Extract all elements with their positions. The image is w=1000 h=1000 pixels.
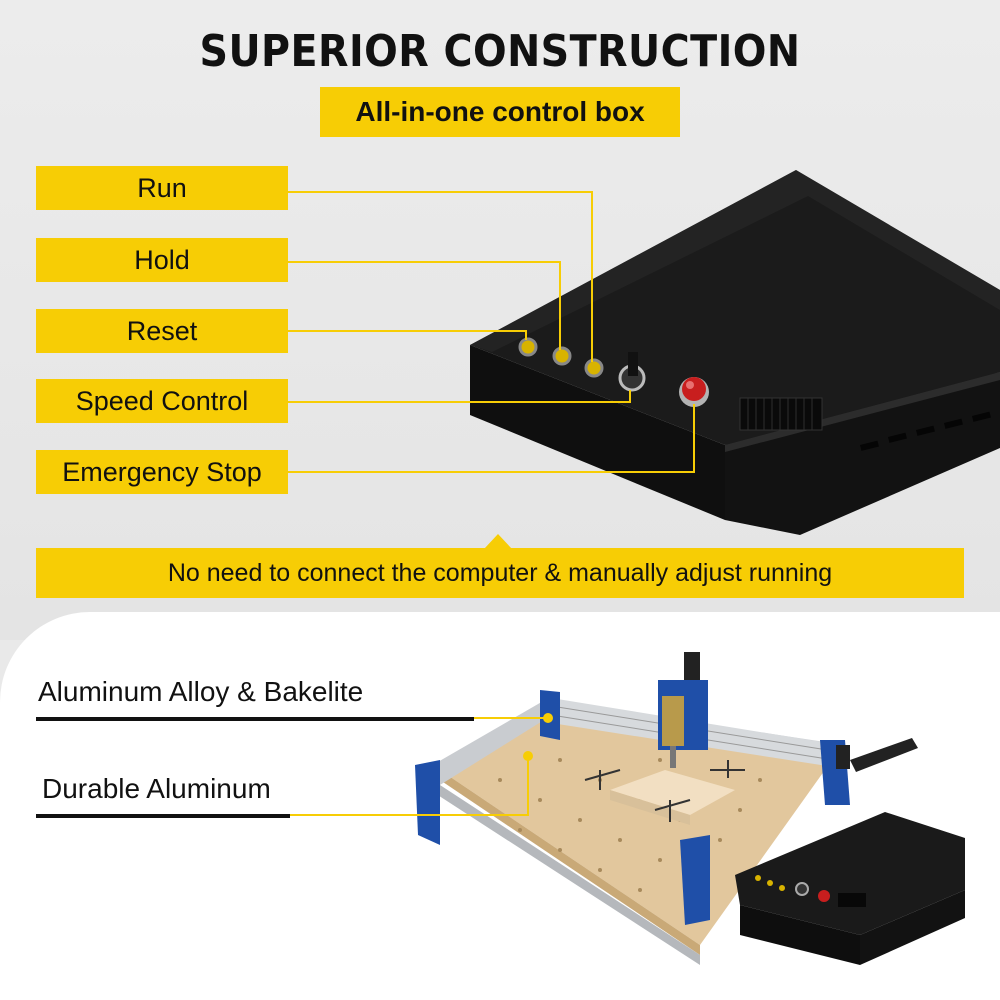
front-right-plate	[680, 835, 710, 925]
callout-run: Run	[36, 166, 288, 210]
feature-durable-aluminum-underline	[36, 814, 290, 818]
hold-button-graphic	[552, 346, 572, 366]
subtitle-badge: All-in-one control box	[320, 87, 680, 137]
info-banner: No need to connect the computer & manual…	[36, 548, 964, 598]
callout-reset: Reset	[36, 309, 288, 353]
run-button-graphic	[584, 358, 604, 378]
page-title: SUPERIOR CONSTRUCTION	[199, 26, 801, 77]
left-rail	[424, 700, 560, 785]
front-rail	[430, 785, 700, 965]
cable-chain	[850, 738, 918, 772]
wooden-bed	[440, 720, 832, 945]
z-motor	[684, 652, 700, 680]
front-left-plate	[415, 760, 440, 845]
spindle-bit	[670, 746, 676, 768]
callout-emergency-stop: Emergency Stop	[36, 450, 288, 494]
feature-aluminum-alloy: Aluminum Alloy & Bakelite	[38, 676, 364, 707]
y-motor	[836, 745, 850, 769]
workpiece	[610, 770, 735, 815]
callout-hold: Hold	[36, 238, 288, 282]
feature-durable-aluminum: Durable Aluminum	[42, 773, 271, 804]
banner-pointer	[484, 534, 512, 549]
reset-button-graphic	[518, 337, 538, 357]
feature-aluminum-alloy-underline	[36, 717, 474, 721]
speed-knob-shaft	[628, 352, 638, 376]
spindle-motor	[662, 696, 684, 746]
callout-speed-control: Speed Control	[36, 379, 288, 423]
clamps	[584, 760, 745, 822]
